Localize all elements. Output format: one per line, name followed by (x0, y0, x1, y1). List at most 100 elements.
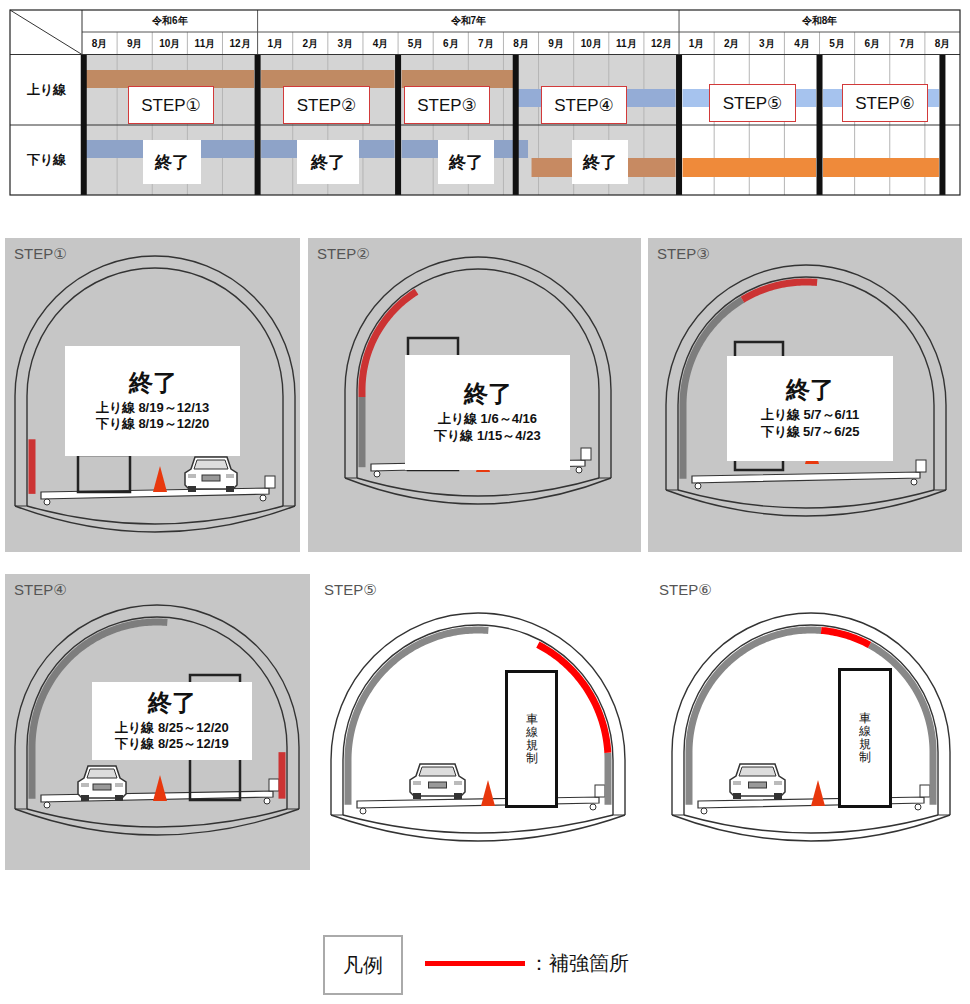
box-text: 終了 (155, 151, 189, 174)
car-wheel (115, 795, 123, 801)
car-window (419, 767, 456, 776)
legend-title-box: 凡例 (323, 935, 403, 995)
panel-title: STEP⑤ (324, 581, 377, 599)
tunnel-lining (15, 256, 295, 506)
month-header: 3月 (338, 37, 354, 51)
period-text: 上り線 5/7～6/11 (761, 407, 859, 424)
step-box: STEP⑥ (842, 84, 928, 122)
box-text: STEP② (297, 95, 357, 116)
car-light (774, 781, 782, 785)
car-light (454, 781, 462, 785)
step-separator (513, 55, 519, 195)
year-header: 令和6年 (152, 14, 188, 28)
car-light (188, 474, 196, 478)
traffic-cone (811, 780, 825, 806)
car-icon (78, 766, 126, 801)
cross-section-panel: STEP④ 終了上り線 8/25～12/20下り線 8/25～12/19 (5, 574, 310, 870)
wall-foot (331, 815, 343, 816)
box-text: STEP③ (417, 95, 477, 116)
lane-closure-sign: 車線規制 (838, 668, 892, 808)
tunnel-invert (331, 815, 625, 841)
drain (374, 471, 380, 477)
drain (264, 798, 270, 804)
month-header: 2月 (302, 37, 318, 51)
completion-box: 終了上り線 5/7～6/11下り線 5/7～6/25 (727, 356, 893, 461)
car-window (87, 769, 117, 778)
tunnel-cross-section (15, 256, 295, 532)
tunnel-invert (345, 478, 611, 504)
box-text: STEP④ (554, 95, 614, 116)
tunnel-invert (15, 506, 295, 532)
drain (44, 499, 50, 505)
done-box: 終了 (572, 140, 628, 184)
drain (590, 804, 596, 810)
reinforcement-section (29, 439, 36, 494)
cross-section-panel: STEP③終了上り線 5/7～6/11下り線 5/7～6/25 (648, 238, 962, 552)
legend-line-swatch (425, 961, 525, 966)
car-window (194, 460, 228, 469)
tunnel-invert (343, 815, 613, 833)
wall-foot (283, 506, 295, 507)
completion-box: 終了上り線 8/25～12/20下り線 8/25～12/19 (92, 682, 252, 760)
box-text: 終了 (583, 151, 617, 174)
box-text: 終了 (311, 151, 345, 174)
box-text: STEP⑤ (723, 93, 783, 114)
car-body (78, 766, 126, 798)
lane-closure-sign: 車線規制 (505, 670, 558, 808)
cross-section-panel: STEP⑤ 車線規制 (315, 574, 640, 870)
drain (260, 495, 266, 501)
step-box: STEP⑤ (709, 84, 796, 122)
car-wheel (226, 486, 234, 492)
month-header: 10月 (159, 37, 180, 51)
car-window (739, 767, 776, 776)
panel-title: STEP① (14, 245, 67, 263)
done-box: 終了 (297, 140, 359, 184)
step-separator (81, 55, 87, 195)
month-header: 11月 (195, 37, 216, 51)
tunnel-cross-section (666, 265, 946, 516)
curb (920, 785, 930, 797)
reinforcement-section (742, 282, 817, 300)
step-box: STEP④ (541, 86, 627, 124)
month-header: 6月 (864, 37, 880, 51)
year-divider (257, 10, 258, 32)
reinforcement-section (821, 630, 869, 645)
car-light (81, 783, 89, 787)
wall-foot (15, 809, 27, 810)
road-slab (692, 472, 920, 483)
month-gridline (222, 32, 223, 195)
car-grille (93, 784, 111, 790)
corner-diagonal (10, 10, 82, 55)
month-header: 8月 (935, 37, 951, 51)
tunnel-invert (678, 490, 934, 508)
car-grille (429, 782, 447, 788)
month-header: 1月 (267, 37, 283, 51)
wall-foot (15, 506, 27, 507)
tunnel-invert (357, 478, 599, 496)
tunnel-invert (684, 815, 938, 833)
car-wheel (454, 793, 462, 799)
month-gridline (503, 32, 504, 195)
panel-title: STEP② (317, 245, 370, 263)
tunnel-invert (27, 809, 287, 827)
lane-closure-frame (78, 455, 130, 492)
drain (576, 467, 582, 473)
year-divider (679, 10, 680, 32)
completion-box: 終了上り線 8/19～12/13下り線 8/19～12/20 (65, 346, 240, 456)
wall-foot (599, 478, 611, 479)
tunnel-invert (15, 809, 299, 835)
wall-foot (666, 490, 678, 491)
traffic-cone (153, 775, 167, 801)
box-text: 車線規制 (526, 713, 538, 766)
period-text: 下り線 8/19～12/20 (96, 416, 209, 433)
car-wheel (733, 793, 741, 799)
tunnel-lining (357, 269, 599, 478)
car-wheel (81, 795, 89, 801)
car-body (730, 764, 785, 796)
curb (269, 779, 279, 791)
drain (701, 808, 707, 814)
car-light (115, 783, 123, 787)
month-gridline (117, 32, 118, 195)
panel-title: STEP⑥ (659, 581, 712, 599)
panel-title: STEP④ (14, 581, 67, 599)
